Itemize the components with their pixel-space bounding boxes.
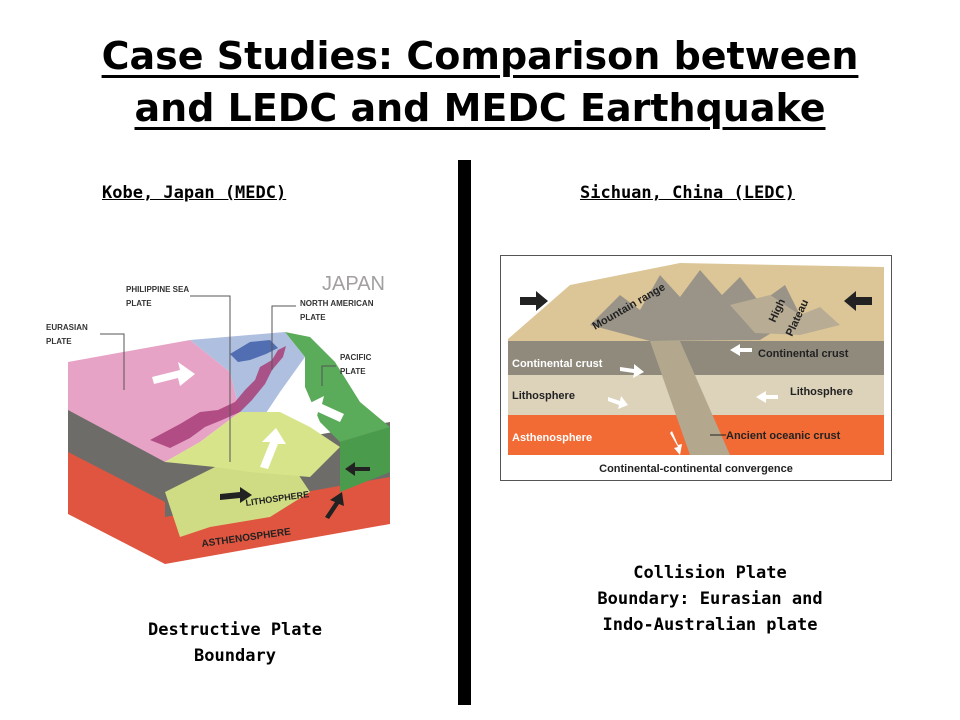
block-right-pacific-edge xyxy=(340,427,390,492)
label-eurasian-1: EURASIAN xyxy=(46,323,88,332)
arrow-eurasian xyxy=(152,362,195,386)
arrow-lith-right xyxy=(756,391,778,403)
arrow-slab-down xyxy=(325,492,344,519)
sichuan-caption-line-2: Boundary: Eurasian and xyxy=(597,589,823,609)
label-convergence-footer: Continental-continental convergence xyxy=(599,463,793,475)
label-asthenosphere-right: Asthenosphere xyxy=(512,432,592,444)
kobe-caption-line-2: Boundary xyxy=(194,646,276,666)
philippine-plate-top xyxy=(165,412,340,477)
block-front-lithosphere xyxy=(68,402,165,502)
block-front-asthenosphere xyxy=(68,442,165,564)
label-ancient-oceanic-crust: Ancient oceanic crust xyxy=(726,430,841,442)
subducting-slab xyxy=(650,341,730,455)
page-title-line-1: Case Studies: Comparison between xyxy=(101,34,859,78)
page-title: Case Studies: Comparison between and LED… xyxy=(0,30,960,134)
label-continental-crust-right: Continental crust xyxy=(758,348,849,360)
arrow-right-edge xyxy=(345,462,370,476)
kobe-heading: Kobe, Japan (MEDC) xyxy=(102,183,287,203)
arrow-lithosphere xyxy=(220,487,252,503)
japan-plates-diagram: JAPAN EURASIAN PLATE PHILIPPINE SEA PLAT… xyxy=(46,273,390,564)
arrow-pacific xyxy=(308,396,344,422)
kobe-caption: Destructive Plate Boundary xyxy=(120,617,350,669)
plateau-ridge xyxy=(730,295,840,335)
arrow-slab xyxy=(670,431,682,455)
label-pacific-1: PACIFIC xyxy=(340,353,372,362)
block-right-slab xyxy=(165,462,310,537)
label-eurasian-2: PLATE xyxy=(46,337,72,346)
arrow-philippine xyxy=(260,428,286,469)
sichuan-heading: Sichuan, China (LEDC) xyxy=(580,183,795,203)
arrow-crust-left xyxy=(620,364,644,378)
label-lithosphere-right: Lithosphere xyxy=(790,386,853,398)
page-title-line-2: and LEDC and MEDC Earthquake xyxy=(134,86,826,130)
arrow-lith-left xyxy=(608,396,628,409)
leader-lines xyxy=(100,295,336,462)
label-pacific-2: PLATE xyxy=(340,367,366,376)
label-north-american-2: PLATE xyxy=(300,313,326,322)
japan-silhouette xyxy=(150,346,286,448)
block-right-asthenosphere xyxy=(165,472,390,564)
japan-north-silhouette xyxy=(230,340,278,362)
arrow-right-surface xyxy=(844,291,872,311)
japan-country-label: JAPAN xyxy=(322,273,385,295)
sichuan-caption: Collision Plate Boundary: Eurasian and I… xyxy=(560,560,860,638)
label-north-american-1: NORTH AMERICAN xyxy=(300,299,374,308)
center-divider xyxy=(458,160,471,705)
pacific-plate-top xyxy=(285,332,390,442)
label-philippine-2: PLATE xyxy=(126,299,152,308)
arrow-left-surface xyxy=(520,291,548,311)
sichuan-caption-line-1: Collision Plate xyxy=(633,563,787,583)
crust-layer xyxy=(508,341,884,375)
kobe-caption-line-1: Destructive Plate xyxy=(148,620,322,640)
sichuan-caption-line-3: Indo-Australian plate xyxy=(602,615,818,635)
label-continental-crust-left: Continental crust xyxy=(512,358,603,370)
label-lithosphere-left: Lithosphere xyxy=(512,390,575,402)
label-philippine-1: PHILIPPINE SEA xyxy=(126,285,189,294)
arrow-crust-right xyxy=(730,344,752,356)
convergence-diagram: Mountain range High Plateau Continental … xyxy=(500,255,892,481)
